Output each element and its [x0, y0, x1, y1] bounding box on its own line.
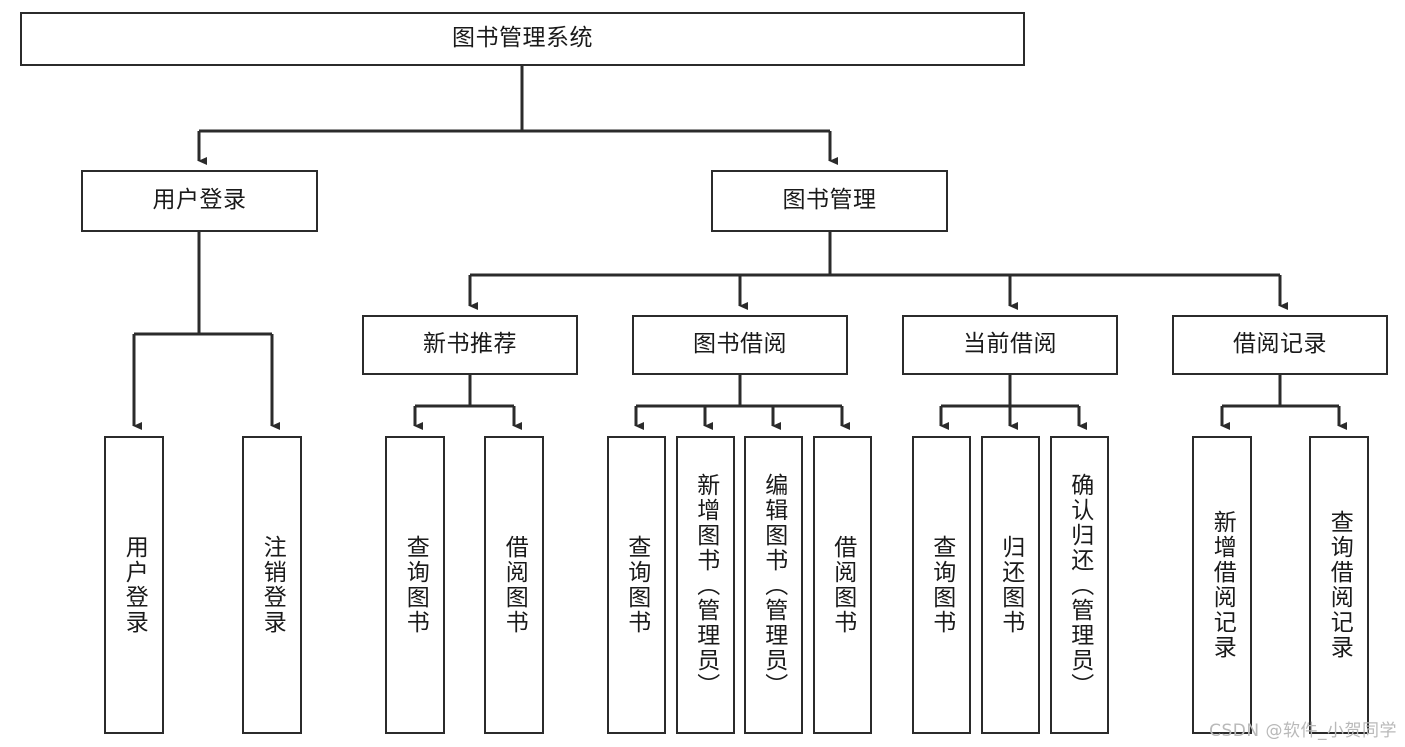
node-label: 查询图书: [928, 535, 955, 635]
node-label: 用户登录: [152, 187, 247, 214]
node-new-book-recommendation[interactable]: 新书推荐: [362, 315, 578, 375]
leaf-book-borrow-query-books[interactable]: 查询图书: [607, 436, 666, 734]
node-root-book-management-system[interactable]: 图书管理系统: [20, 12, 1025, 66]
leaf-current-borrow-return-books[interactable]: 归还图书: [981, 436, 1040, 734]
node-user-login[interactable]: 用户登录: [81, 170, 318, 232]
leaf-new-book-borrow-books[interactable]: 借阅图书: [484, 436, 544, 734]
node-borrow-record[interactable]: 借阅记录: [1172, 315, 1388, 375]
node-label: 图书管理系统: [452, 25, 593, 52]
node-current-borrow[interactable]: 当前借阅: [902, 315, 1118, 375]
leaf-current-borrow-query-books[interactable]: 查询图书: [912, 436, 971, 734]
node-label: 借阅记录: [1233, 331, 1327, 358]
node-label: 确认归还（管理员）: [1066, 472, 1093, 698]
node-label: 用户登录: [121, 535, 148, 635]
leaf-book-borrow-add-book-admin[interactable]: 新增图书（管理员）: [676, 436, 735, 734]
leaf-book-borrow-edit-book-admin[interactable]: 编辑图书（管理员）: [744, 436, 803, 734]
node-label: 当前借阅: [963, 331, 1057, 358]
leaf-new-book-query-books[interactable]: 查询图书: [385, 436, 445, 734]
node-book-management[interactable]: 图书管理: [711, 170, 948, 232]
node-book-borrow[interactable]: 图书借阅: [632, 315, 848, 375]
leaf-borrow-record-add-record[interactable]: 新增借阅记录: [1192, 436, 1252, 734]
node-label: 借阅图书: [829, 535, 856, 635]
node-label: 注销登录: [259, 535, 286, 635]
node-label: 编辑图书（管理员）: [760, 472, 787, 698]
node-label: 图书管理: [782, 187, 877, 214]
node-label: 归还图书: [997, 535, 1024, 635]
node-label: 查询图书: [623, 535, 650, 635]
leaf-borrow-record-query-record[interactable]: 查询借阅记录: [1309, 436, 1369, 734]
node-label: 查询借阅记录: [1326, 510, 1353, 660]
leaf-user-login-logout[interactable]: 注销登录: [242, 436, 302, 734]
leaf-current-borrow-confirm-return-admin[interactable]: 确认归还（管理员）: [1050, 436, 1109, 734]
node-label: 新增图书（管理员）: [692, 472, 719, 698]
node-label: 新增借阅记录: [1209, 510, 1236, 660]
node-label: 借阅图书: [501, 535, 528, 635]
node-label: 图书借阅: [693, 331, 787, 358]
node-label: 新书推荐: [423, 331, 517, 358]
leaf-book-borrow-borrow-books[interactable]: 借阅图书: [813, 436, 872, 734]
node-label: 查询图书: [402, 535, 429, 635]
leaf-user-login-login[interactable]: 用户登录: [104, 436, 164, 734]
